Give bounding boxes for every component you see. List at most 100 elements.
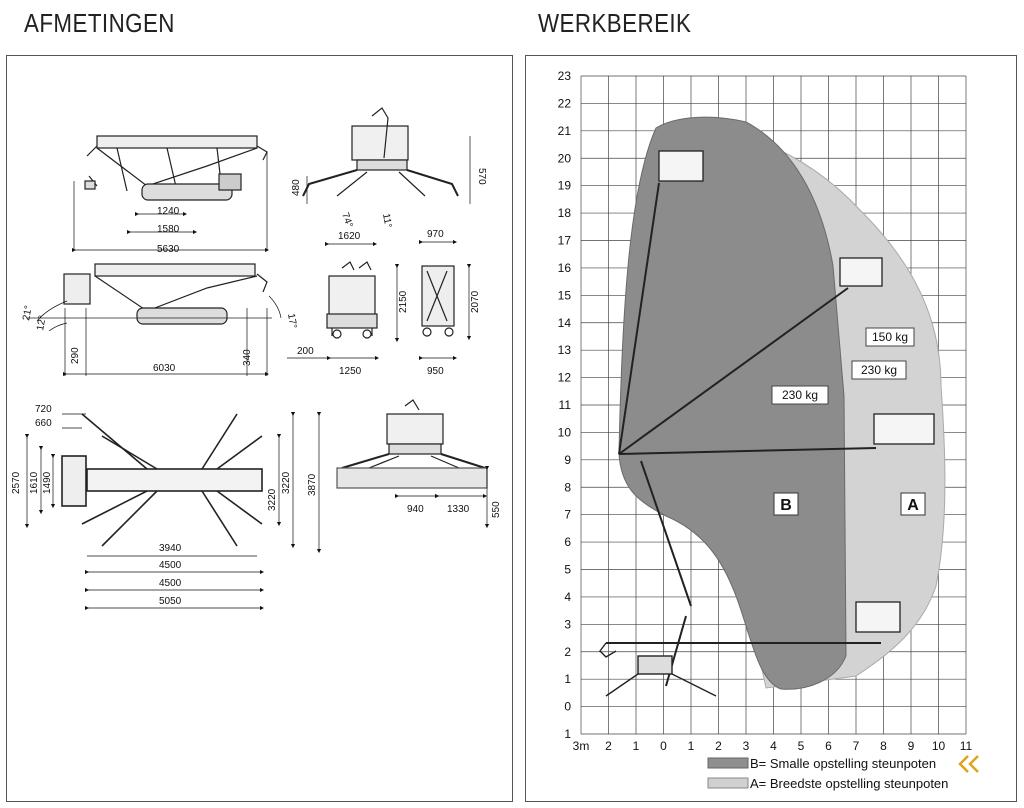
- load-label-box: [771, 385, 829, 405]
- side-view-transport: [84, 135, 268, 201]
- y-tick-label: 12: [558, 371, 572, 385]
- platform-baskets: [658, 150, 935, 633]
- dim-570: 570: [476, 168, 487, 185]
- load-label-box: [865, 327, 915, 347]
- y-tick-label: 22: [558, 96, 572, 110]
- y-tick-label: 4: [564, 590, 571, 604]
- dim-1610: 1610: [29, 471, 40, 494]
- y-tick-label: 9: [564, 453, 571, 467]
- x-tick-label: 4: [770, 739, 777, 753]
- dim-1620: 1620: [338, 231, 361, 242]
- y-tick-label: 6: [564, 535, 571, 549]
- side-view-ramp: [27, 263, 272, 325]
- y-tick-label: 16: [558, 261, 572, 275]
- side-view-transport-dims: [71, 152, 270, 253]
- side-view-narrow: [421, 265, 455, 337]
- dim-1250: 1250: [339, 366, 362, 377]
- dimension-drawings: 1240 1580 5630 480 570 74° 11° 21° 12° 1…: [11, 107, 502, 611]
- dim-720: 720: [35, 404, 52, 415]
- working-range-heading: WERKBEREIK: [538, 8, 692, 38]
- y-tick-label: 18: [558, 206, 572, 220]
- dim-1580: 1580: [157, 224, 180, 235]
- zone-b-area: [618, 116, 847, 690]
- front-view-narrow: [326, 261, 378, 339]
- x-tick-label: 3: [743, 739, 750, 753]
- dimensions-heading: AFMETINGEN: [24, 8, 175, 38]
- dim-1490: 1490: [42, 471, 53, 494]
- x-tick-label: 7: [853, 739, 860, 753]
- dim-4500-a: 4500: [159, 560, 182, 571]
- x-tick-label: 1: [633, 739, 640, 753]
- zone-label: A: [907, 497, 919, 514]
- x-tick-label: 5: [798, 739, 805, 753]
- machine-base: [599, 642, 717, 697]
- x-tick-label: 0: [660, 739, 667, 753]
- y-tick-label: 7: [564, 508, 571, 522]
- dim-angle-11: 11°: [380, 213, 393, 229]
- x-tick-label: 9: [908, 739, 915, 753]
- load-label: 230 kg: [861, 363, 897, 377]
- x-tick-label: 3m: [573, 739, 590, 753]
- y-tick-label: 5: [564, 563, 571, 577]
- front-view-outriggers: [302, 107, 459, 197]
- dim-3220-a: 3220: [281, 471, 292, 494]
- legend: B= Smalle opstelling steunpoten A= Breed…: [707, 756, 948, 791]
- load-label: 230 kg: [782, 388, 818, 402]
- x-tick-label: 1: [688, 739, 695, 753]
- x-tick-label: 2: [715, 739, 722, 753]
- load-labels: 150 kg 230 kg 230 kg: [771, 327, 915, 405]
- dim-200: 200: [297, 346, 314, 357]
- y-tick-label: 11: [559, 398, 572, 412]
- load-label: 150 kg: [872, 330, 908, 344]
- y-tick-label: 3: [564, 617, 571, 631]
- y-tick-label: 13: [558, 343, 572, 357]
- dim-3220-b: 3220: [267, 488, 278, 511]
- legend-label-b: B= Smalle opstelling steunpoten: [750, 756, 936, 771]
- dim-970: 970: [427, 229, 444, 240]
- dim-550: 550: [491, 501, 502, 518]
- dim-angle-17: 17°: [285, 313, 298, 330]
- dim-angle-21: 21°: [21, 305, 34, 322]
- y-tick-label: 14: [558, 316, 572, 330]
- dim-480: 480: [291, 179, 302, 196]
- y-tick-label: 20: [558, 151, 572, 165]
- dim-angle-74: 74°: [339, 211, 355, 229]
- y-tick-label: 21: [558, 124, 572, 138]
- y-tick-label: 2: [564, 645, 571, 659]
- x-tick-label: 8: [880, 739, 887, 753]
- legend-swatch-b: [707, 757, 749, 769]
- dim-2570: 2570: [11, 471, 22, 494]
- dim-950: 950: [427, 366, 444, 377]
- dim-6030: 6030: [153, 363, 176, 374]
- y-tick-label: 17: [558, 234, 572, 248]
- zone-label: B: [780, 497, 792, 514]
- legend-swatch-a: [707, 777, 749, 789]
- plan-view: [61, 413, 263, 547]
- y-tick-label: 0: [564, 700, 571, 714]
- load-label-box: [851, 360, 907, 380]
- dim-660: 660: [35, 418, 52, 429]
- dim-290: 290: [70, 347, 81, 364]
- y-tick-label: 10: [558, 425, 572, 439]
- chevron-left-icon: [958, 755, 979, 773]
- y-tick-label: 1: [564, 727, 571, 741]
- y-tick-label: 1: [564, 672, 571, 686]
- zone-label-box: [773, 492, 799, 516]
- dim-5050: 5050: [159, 596, 182, 607]
- y-tick-label: 15: [558, 288, 572, 302]
- y-tick-label: 23: [558, 69, 572, 83]
- dim-4500-b: 4500: [159, 578, 182, 589]
- zone-label-box: [900, 492, 926, 516]
- front-view-ground: [336, 399, 488, 489]
- dim-2150: 2150: [398, 290, 409, 313]
- dim-5630: 5630: [157, 244, 180, 255]
- y-tick-label: 19: [558, 179, 572, 193]
- x-tick-label: 11: [960, 739, 973, 753]
- dim-3940: 3940: [159, 543, 182, 554]
- dim-940: 940: [407, 504, 424, 515]
- dimensions-panel: 1240 1580 5630 480 570 74° 11° 21° 12° 1…: [6, 55, 513, 802]
